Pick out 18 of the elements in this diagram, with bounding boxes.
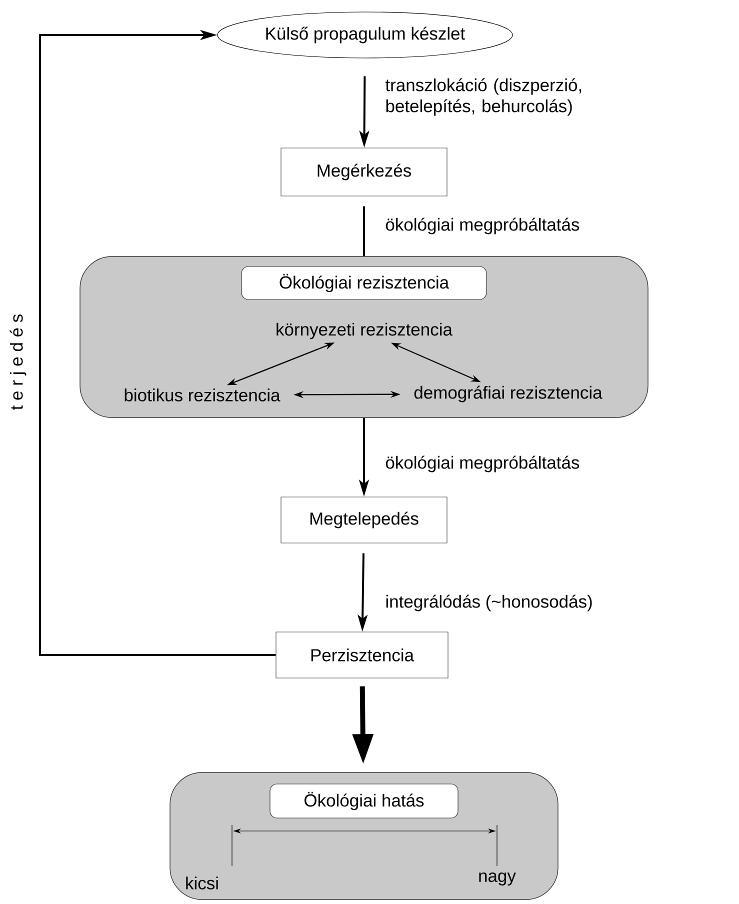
edge-label: ökológiai megpróbáltatás bbox=[386, 218, 580, 234]
process-box: Perzisztencia bbox=[276, 632, 448, 678]
text-label: biotikus rezisztencia bbox=[124, 388, 280, 402]
arrow bbox=[39, 30, 276, 656]
ellipse-node: Külső propagulum készlet bbox=[217, 12, 513, 58]
scale-label: kicsi bbox=[186, 876, 218, 890]
process-box: Megtelepedés bbox=[280, 496, 448, 544]
group-panel bbox=[80, 256, 648, 418]
heading-box: Ökológiai hatás bbox=[270, 784, 458, 818]
process-box: Megérkezés bbox=[280, 148, 448, 196]
scale-label: nagy bbox=[479, 872, 516, 886]
heading-box: Ökológiai rezisztencia bbox=[241, 266, 487, 300]
text-label: környezeti rezisztencia bbox=[276, 322, 452, 340]
edge-label: transzlokáció (diszperzió, betelepítés, behurcolás) bbox=[385, 78, 582, 116]
edge-label: integrálódás (~honosodás) bbox=[386, 594, 592, 612]
edge-label: ökológiai megpróbáltatás bbox=[386, 456, 580, 472]
text-label: demográfiai rezisztencia bbox=[414, 386, 602, 402]
edge-label: t e r j e d é s bbox=[10, 314, 26, 410]
